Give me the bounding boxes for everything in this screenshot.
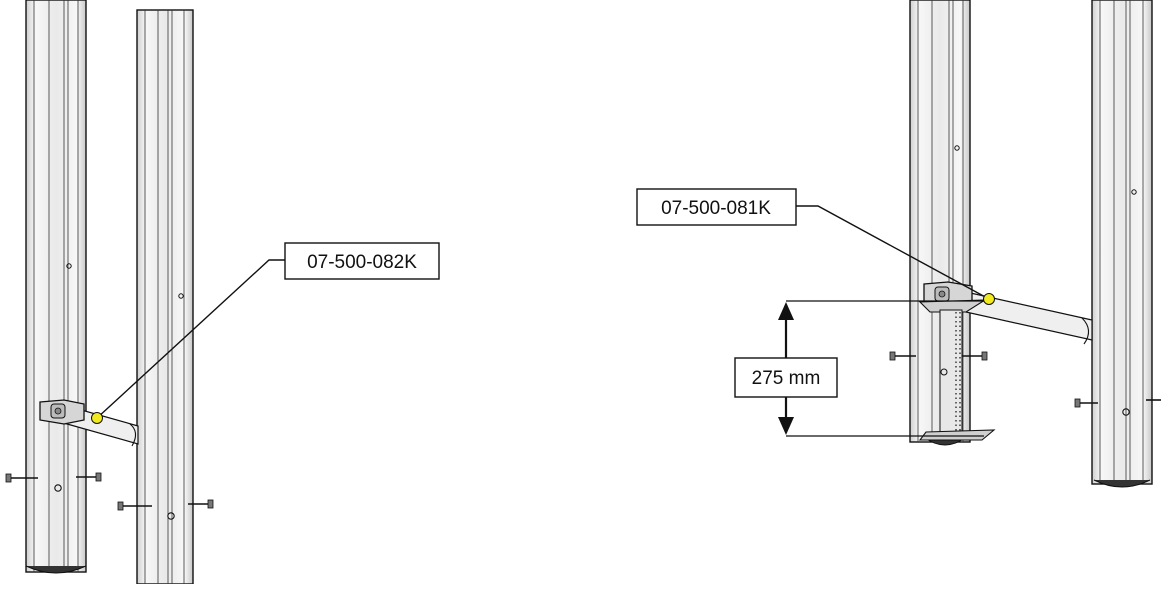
left-post-a xyxy=(25,0,87,574)
dimension-label: 275 mm xyxy=(752,368,821,389)
left-clamp-bracket xyxy=(39,399,85,425)
left-marker-dot xyxy=(91,412,103,424)
dimension-arrow-up xyxy=(778,302,794,320)
right-post-b xyxy=(1091,0,1153,488)
right-part-number: 07-500-081K xyxy=(661,198,771,219)
right-part-callout: 07-500-081K xyxy=(636,188,797,226)
left-part-number: 07-500-082K xyxy=(307,252,417,273)
left-assembly: 07-500-082K xyxy=(5,0,440,585)
left-part-callout: 07-500-082K xyxy=(284,242,440,280)
left-post-b xyxy=(136,9,194,585)
left-callout-leader xyxy=(96,259,285,419)
dimension-annotation: 275 mm xyxy=(734,300,984,437)
dimension-arrow-down xyxy=(778,417,794,435)
right-assembly: 275 mm 07-500-081K xyxy=(636,0,1161,488)
left-bolts xyxy=(5,472,214,511)
right-bolts xyxy=(889,351,1161,408)
right-callout-leader xyxy=(796,205,990,300)
right-marker-dot xyxy=(983,293,995,305)
right-clamp-bracket xyxy=(923,281,973,307)
